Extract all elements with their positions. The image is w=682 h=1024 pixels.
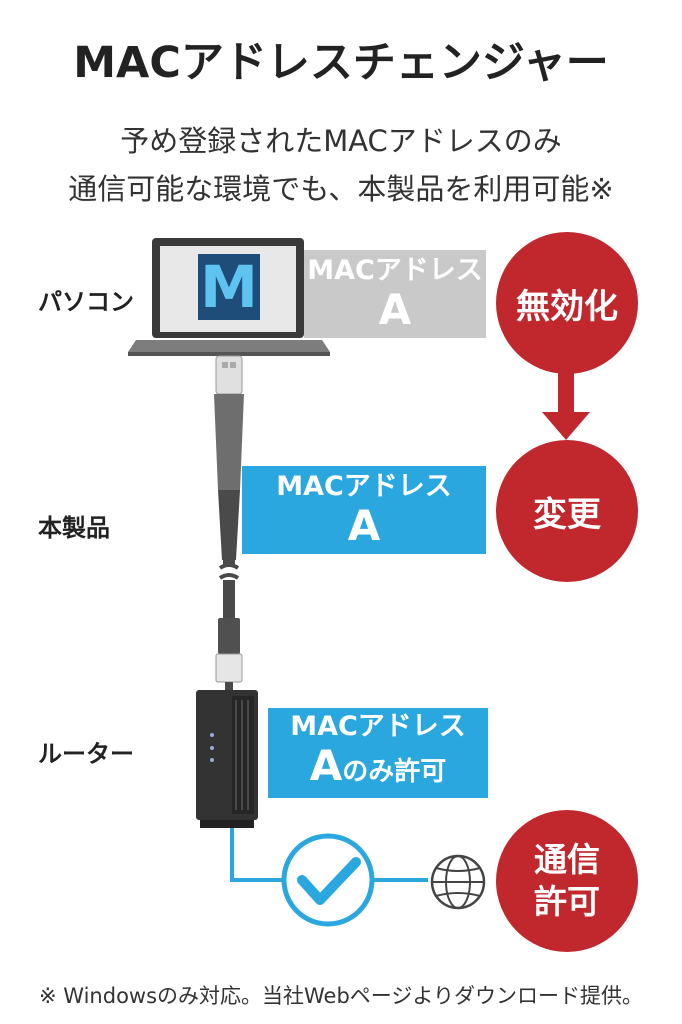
mac-address-box-product: MACアドレス A (242, 466, 486, 554)
globe-icon (430, 854, 486, 910)
label-router: ルーター (38, 740, 134, 768)
mac-address-label: MACアドレス (276, 471, 452, 502)
status-allow-line-1: 通信 (534, 840, 600, 879)
footnote: ※ Windowsのみ対応。当社Webページよりダウンロード提供。 (39, 984, 643, 1008)
status-allow-circle: 通信 許可 (496, 810, 638, 952)
mac-address-value: A (347, 501, 381, 550)
mac-address-label: MACアドレス (307, 255, 483, 286)
router-icon (196, 690, 258, 828)
mac-address-allow-text: のみ許可 (342, 757, 447, 787)
mac-address-value: A (378, 285, 412, 334)
label-product: 本製品 (38, 514, 110, 542)
laptop-icon (128, 238, 330, 356)
status-change-circle: 変更 (496, 440, 638, 582)
arrow-down-icon (542, 370, 590, 440)
mac-address-box-pc: MACアドレス A (304, 250, 486, 338)
status-disable-circle: 無効化 (496, 232, 638, 374)
mac-address-box-router: MACアドレス Aのみ許可 (268, 708, 488, 798)
mac-address-value: A (309, 741, 343, 790)
page-title: MACアドレスチェンジャー (73, 38, 609, 88)
screen-logo: M (200, 253, 258, 321)
status-allow-line-2: 許可 (534, 882, 600, 921)
subtitle-line-2: 通信可能な環境でも、本製品を利用可能※ (68, 172, 614, 206)
check-icon (281, 833, 375, 927)
subtitle-line-1: 予め登録されたMACアドレスのみ (120, 124, 562, 158)
mac-address-label: MACアドレス (290, 711, 466, 742)
usb-adapter-icon (214, 355, 244, 560)
label-pc: パソコン (38, 288, 134, 316)
